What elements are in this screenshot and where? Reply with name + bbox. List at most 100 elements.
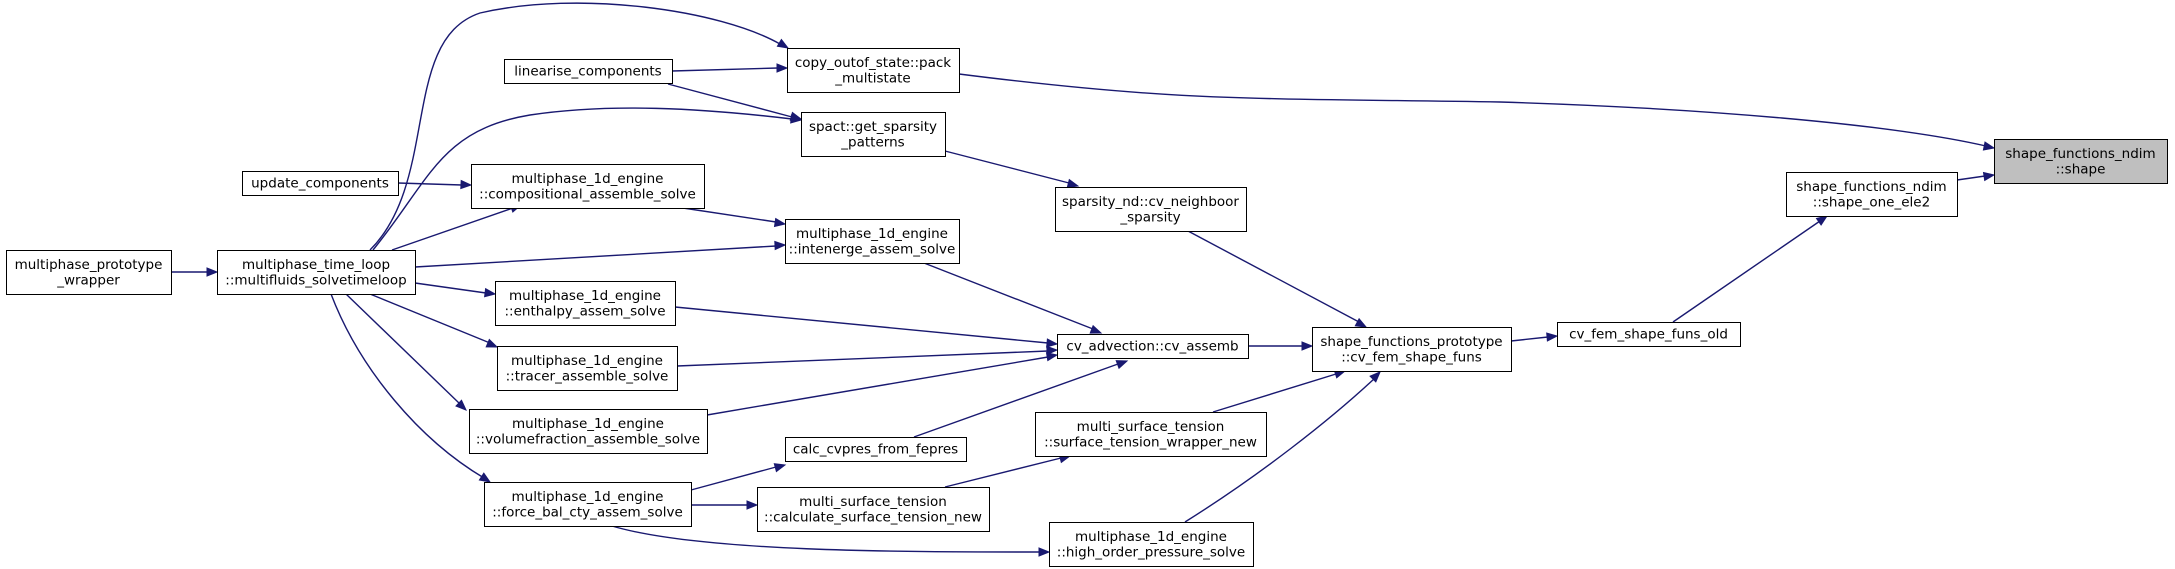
edge-line xyxy=(391,207,514,251)
node-label-line: shape_functions_ndim xyxy=(1796,179,1946,195)
node-box[interactable] xyxy=(217,250,416,295)
node-box[interactable] xyxy=(6,250,172,295)
arrowhead xyxy=(1046,338,1059,348)
edge-n4-n5 xyxy=(667,83,803,121)
node-multiphase-1d-engine-compositional-assemble-solve[interactable]: multiphase_1d_engine::compositional_asse… xyxy=(471,164,705,209)
edge-n16-n13 xyxy=(676,345,1059,367)
node-box[interactable] xyxy=(469,409,708,454)
node-label-line: multi_surface_tension xyxy=(1077,419,1225,435)
arrowhead xyxy=(1045,352,1059,362)
node-box[interactable] xyxy=(1055,187,1247,232)
node-copy-outof-state-pack-multistate[interactable]: copy_outof_state::pack_multistate xyxy=(787,48,960,93)
arrowhead xyxy=(774,240,787,251)
node-label-line: ::tracer_assemble_solve xyxy=(506,368,669,384)
node-box[interactable] xyxy=(495,281,676,326)
edge-n10-n12 xyxy=(414,282,497,298)
edge-n14-n15 xyxy=(1510,332,1559,342)
node-box[interactable] xyxy=(785,219,960,264)
edge-line xyxy=(414,245,777,268)
node-multiphase-1d-engine-enthalpy-assem-solve[interactable]: multiphase_1d_engine::enthalpy_assem_sol… xyxy=(495,281,676,326)
edge-n7-n11 xyxy=(682,207,787,228)
node-box[interactable] xyxy=(1057,334,1249,359)
node-box[interactable] xyxy=(471,164,705,209)
edge-n8-n14 xyxy=(1187,230,1368,328)
node-box[interactable] xyxy=(1557,322,1741,347)
node-box[interactable] xyxy=(1035,412,1267,457)
edge-n15-n3 xyxy=(1672,215,1829,323)
node-box[interactable] xyxy=(1049,522,1254,567)
edge-line xyxy=(1510,336,1549,342)
arrowhead xyxy=(478,472,492,483)
node-label-line: _multistate xyxy=(834,70,910,86)
node-label-line: multiphase_1d_engine xyxy=(796,226,948,242)
node-box[interactable] xyxy=(757,487,990,532)
node-update-components[interactable]: update_components xyxy=(242,171,399,196)
edge-line xyxy=(611,525,1041,553)
edge-line xyxy=(674,306,1049,344)
arrowhead xyxy=(1546,332,1559,342)
arrowhead xyxy=(455,399,467,411)
arrowhead xyxy=(1115,360,1129,370)
node-shape-functions-ndim-shape-one-ele2[interactable]: shape_functions_ndim::shape_one_ele2 xyxy=(1786,172,1958,217)
node-label-line: _wrapper xyxy=(56,272,120,288)
edge-n10-n20 xyxy=(330,293,492,483)
edge-line xyxy=(1212,373,1337,413)
node-label-line: _sparsity xyxy=(1119,209,1180,225)
node-multi-surface-tension-surface-tension-wrapper-new[interactable]: multi_surface_tension::surface_tension_w… xyxy=(1035,412,1267,457)
node-multi-surface-tension-calculate-surface-tension-new[interactable]: multi_surface_tension::calculate_surface… xyxy=(757,487,990,532)
arrowhead xyxy=(1982,141,1996,151)
node-spact-get-sparsity-patterns[interactable]: spact::get_sparsity_patterns xyxy=(801,112,946,157)
node-multiphase-1d-engine-high-order-pressure-solve[interactable]: multiphase_1d_engine::high_order_pressur… xyxy=(1049,522,1254,567)
arrowhead xyxy=(1301,341,1314,351)
arrowhead xyxy=(460,179,473,190)
arrowhead xyxy=(484,287,497,298)
node-multiphase-prototype-wrapper[interactable]: multiphase_prototype_wrapper xyxy=(6,250,172,295)
node-label-line: ::force_bal_cty_assem_solve xyxy=(492,504,683,520)
node-label-line: multiphase_1d_engine xyxy=(511,353,663,369)
node-sparsity-nd-cv-neighboor-sparsity[interactable]: sparsity_nd::cv_neighboor_sparsity xyxy=(1055,187,1247,232)
node-label-line: copy_outof_state::pack xyxy=(795,55,951,71)
arrowhead xyxy=(1038,547,1051,557)
node-label-line: ::intenerge_assem_solve xyxy=(789,241,956,257)
node-box[interactable] xyxy=(497,346,678,391)
edges-layer xyxy=(171,2,1996,557)
node-label-line: shape_functions_ndim xyxy=(2005,146,2155,162)
edge-n11-n13 xyxy=(923,262,1103,334)
node-calc-cvpres-from-fepres[interactable]: calc_cvpres_from_fepres xyxy=(785,437,967,462)
node-box[interactable] xyxy=(785,437,967,462)
edge-line xyxy=(1672,220,1821,323)
arrowhead xyxy=(1354,317,1368,328)
node-cv-fem-shape-funs-old[interactable]: cv_fem_shape_funs_old xyxy=(1557,322,1741,347)
node-multiphase-1d-engine-tracer-assemble-solve[interactable]: multiphase_1d_engine::tracer_assemble_so… xyxy=(497,346,678,391)
node-multiphase-1d-engine-force-bal-cty-assem-solve[interactable]: multiphase_1d_engine::force_bal_cty_asse… xyxy=(484,482,692,527)
node-multiphase-1d-engine-volumefraction-assemble-solve[interactable]: multiphase_1d_engine::volumefraction_ass… xyxy=(469,409,708,454)
node-label-line: update_components xyxy=(251,176,389,192)
node-linearise-components[interactable]: linearise_components xyxy=(504,59,673,84)
node-label-line: multiphase_1d_engine xyxy=(512,416,664,432)
node-shape-functions-ndim-shape[interactable]: shape_functions_ndim::shape xyxy=(1994,139,2168,184)
node-shape-functions-prototype-cv-fem-shape-funs[interactable]: shape_functions_prototype::cv_fem_shape_… xyxy=(1312,327,1512,372)
edge-n20-n22 xyxy=(611,525,1051,557)
arrowhead xyxy=(1066,178,1080,188)
node-label-line: linearise_components xyxy=(514,64,661,80)
arrowhead xyxy=(485,338,499,348)
node-box[interactable] xyxy=(1994,139,2168,184)
edge-n4-n2 xyxy=(671,63,789,73)
node-cv-advection-cv-assemb[interactable]: cv_advection::cv_assemb xyxy=(1057,334,1249,359)
node-box[interactable] xyxy=(1786,172,1958,217)
node-label-line: ::shape xyxy=(2056,161,2106,177)
node-box[interactable] xyxy=(484,482,692,527)
node-box[interactable] xyxy=(1312,327,1512,372)
arrowhead xyxy=(1982,171,1996,182)
node-multiphase-time-loop-multifluids-solvetimeloop[interactable]: multiphase_time_loop::multifluids_solvet… xyxy=(217,250,416,295)
node-box[interactable] xyxy=(787,48,960,93)
arrowhead xyxy=(773,217,787,228)
node-label-line: ::volumefraction_assemble_solve xyxy=(476,431,700,447)
node-box[interactable] xyxy=(801,112,946,157)
edge-line xyxy=(682,207,777,223)
node-label-line: ::calculate_surface_tension_new xyxy=(764,509,982,525)
node-box[interactable] xyxy=(504,59,673,84)
node-multiphase-1d-engine-intenerge-assem-solve[interactable]: multiphase_1d_engine::intenerge_assem_so… xyxy=(785,219,960,264)
node-box[interactable] xyxy=(242,171,399,196)
edge-n9-n10 xyxy=(171,267,219,277)
